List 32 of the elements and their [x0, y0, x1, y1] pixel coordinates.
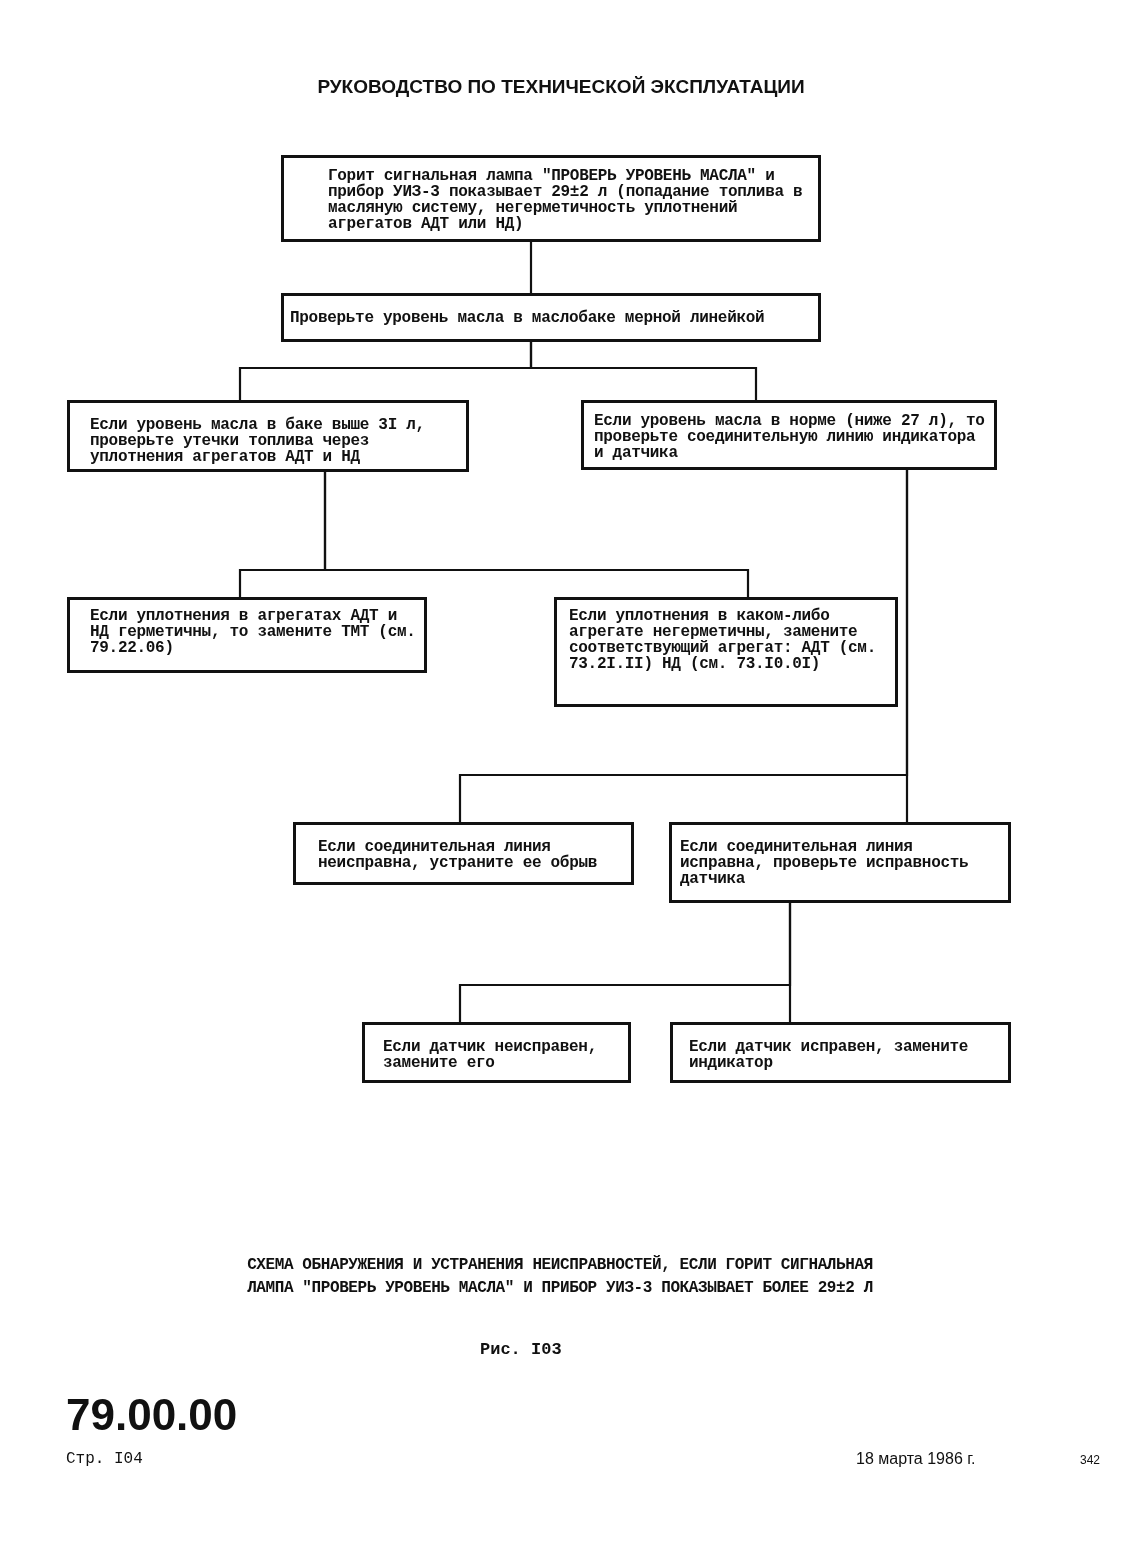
step-box [67, 597, 427, 673]
step-box [554, 597, 898, 707]
page-label: Стр. I04 [66, 1450, 143, 1468]
step-text: Если уровень масла в норме (ниже 27 л), то проверьте соединительную линию индикатора и датчика [594, 413, 986, 461]
step-box [362, 1022, 631, 1083]
step-box [669, 822, 1011, 903]
connector-line [323, 472, 750, 597]
step-text: Горит сигнальная лампа "ПРОВЕРЬ УРОВЕНЬ МАСЛА" и прибор УИЗ-3 показывает 29±2 л (попадание топлива в масляную систему, негерметичность уплотнений агрегатов АДТ или НД) [328, 168, 804, 232]
connector-line [788, 903, 792, 1022]
document-title: РУКОВОДСТВО ПО ТЕХНИЧЕСКОЙ ЭКСПЛУАТАЦИИ [316, 76, 806, 98]
title-label: Рис. I03 [480, 1340, 562, 1359]
step-text: Если датчик исправен, замените индикатор [689, 1039, 970, 1071]
step-box [281, 155, 821, 242]
connector-line [529, 342, 758, 400]
step-box [67, 400, 469, 472]
sheet-number-label: 342 [1080, 1453, 1101, 1467]
date-label: 18 марта 1986 г. [856, 1450, 976, 1468]
step-text: Если уплотнения в каком-либо агрегате негерметичны, замените соответствующий агрегат: АДТ (см. 73.2I.II) НД (см. 73.I0.0I) [569, 608, 877, 672]
step-box [293, 822, 634, 885]
connector-line [905, 470, 909, 822]
step-box [581, 400, 997, 470]
step-text: Если датчик неисправен, замените его [383, 1039, 598, 1071]
step-box [670, 1022, 1011, 1083]
step-text: Если соединительная линия неисправна, устраните ее обрыв [318, 839, 599, 871]
connector-line [529, 242, 533, 293]
step-text: Если соединительная линия исправна, проверьте исправность датчика [680, 839, 970, 887]
step-text: Если уплотнения в агрегатах АДТ и НД герметичны, то замените ТМТ (см. 79.22.06) [90, 608, 417, 656]
step-text: Проверьте уровень масла в маслобаке мерной линейкой [290, 309, 765, 326]
step-text: Если уровень масла в баке выше 3I л, проверьте утечки топлива через уплотнения агрегатов АДТ и НД [90, 417, 426, 465]
page-number-label: 79.00.00 [66, 1390, 238, 1440]
figure-caption: СХЕМА ОБНАРУЖЕНИЯ И УСТРАНЕНИЯ НЕИСПРАВНОСТЕЙ, ЕСЛИ ГОРИТ СИГНАЛЬНАЯ ЛАМПА "ПРОВЕРЬ УРОВЕНЬ МАСЛА" И ПРИБОР УИЗ-3 ПОКАЗЫВАЕТ БОЛЕЕ 29±2 Л [246, 1254, 874, 1299]
step-box [281, 293, 821, 342]
